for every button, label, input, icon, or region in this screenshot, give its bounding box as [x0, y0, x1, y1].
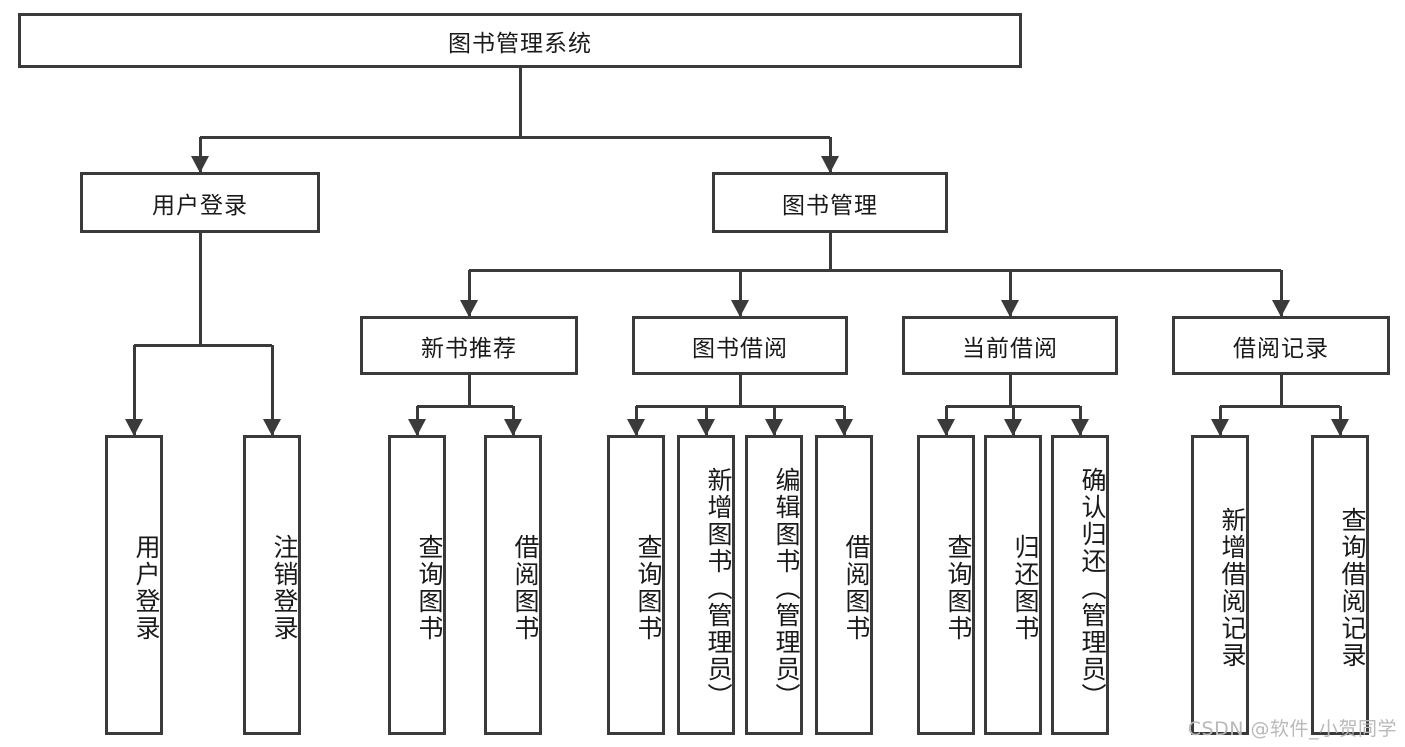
- node-user-login[interactable]: 用户登录: [80, 172, 320, 233]
- arrow-head-icon: [263, 419, 281, 436]
- arrow-head-icon: [1001, 300, 1019, 317]
- arrow-head-icon: [1272, 300, 1290, 317]
- node-leaf-query-record[interactable]: 查询借阅记录: [1311, 435, 1369, 735]
- node-leaf-user-login[interactable]: 用户登录: [105, 435, 163, 735]
- edge-drop-borrow-record: [1279, 270, 1283, 316]
- node-leaf-user-login-label: 用户登录: [132, 534, 161, 642]
- node-book-borrow-label: 图书借阅: [692, 335, 788, 362]
- arrow-head-icon: [937, 419, 955, 436]
- node-root[interactable]: 图书管理系统: [18, 13, 1022, 68]
- arrow-head-icon: [821, 156, 839, 173]
- node-leaf-confirm-return-label: 确认归还（管理员）: [1078, 466, 1107, 710]
- node-root-label: 图书管理系统: [448, 30, 592, 57]
- node-leaf-query-book-rec-label: 查询图书: [415, 534, 444, 642]
- node-new-book-rec[interactable]: 新书推荐: [360, 316, 578, 375]
- arrow-head-icon: [1211, 419, 1229, 436]
- arrow-head-icon: [1331, 419, 1349, 436]
- edge-bus-new-book-rec: [417, 404, 513, 408]
- node-current-borrow[interactable]: 当前借阅: [902, 316, 1118, 375]
- node-borrow-record[interactable]: 借阅记录: [1172, 316, 1390, 375]
- node-leaf-edit-book-label: 编辑图书（管理员）: [772, 466, 801, 710]
- arrow-head-icon: [697, 419, 715, 436]
- arrow-head-icon: [408, 419, 426, 436]
- edge-drop-book-manage: [828, 137, 832, 172]
- node-leaf-add-book[interactable]: 新增图书（管理员）: [677, 435, 735, 735]
- edge-bus-root: [200, 135, 830, 139]
- node-leaf-add-book-label: 新增图书（管理员）: [704, 466, 733, 710]
- edge-drop-leaf-user-logout: [270, 345, 274, 435]
- node-leaf-query-book-cur-label: 查询图书: [944, 534, 973, 642]
- edge-drop-user-login: [198, 137, 202, 172]
- edge-stem-current-borrow: [1008, 375, 1012, 406]
- node-leaf-query-book-borrow[interactable]: 查询图书: [607, 435, 665, 735]
- node-leaf-borrow-book-rec-label: 借阅图书: [511, 534, 540, 642]
- node-leaf-user-logout[interactable]: 注销登录: [243, 435, 301, 735]
- edge-stem-user-login: [198, 233, 202, 345]
- node-leaf-return-book-label: 归还图书: [1011, 534, 1040, 642]
- node-leaf-query-book-rec[interactable]: 查询图书: [388, 435, 446, 735]
- arrow-head-icon: [765, 419, 783, 436]
- edge-stem-borrow-record: [1279, 375, 1283, 406]
- node-leaf-query-book-cur[interactable]: 查询图书: [917, 435, 975, 735]
- edge-bus-book-manage: [469, 268, 1281, 272]
- arrow-head-icon: [1004, 419, 1022, 436]
- arrow-head-icon: [191, 156, 209, 173]
- edge-bus-book-borrow: [636, 404, 844, 408]
- node-new-book-rec-label: 新书推荐: [421, 335, 517, 362]
- node-leaf-edit-book[interactable]: 编辑图书（管理员）: [745, 435, 803, 735]
- edge-drop-leaf-user-login: [132, 345, 136, 435]
- arrow-head-icon: [1071, 419, 1089, 436]
- edge-bus-borrow-record: [1220, 404, 1340, 408]
- node-borrow-record-label: 借阅记录: [1233, 335, 1329, 362]
- node-leaf-return-book[interactable]: 归还图书: [984, 435, 1042, 735]
- node-user-login-label: 用户登录: [152, 192, 248, 219]
- node-leaf-user-logout-label: 注销登录: [270, 534, 299, 642]
- node-book-manage[interactable]: 图书管理: [712, 172, 948, 233]
- arrow-head-icon: [731, 300, 749, 317]
- edge-drop-current-borrow: [1008, 270, 1012, 316]
- arrow-head-icon: [835, 419, 853, 436]
- edge-stem-new-book-rec: [467, 375, 471, 406]
- node-leaf-add-record-label: 新增借阅记录: [1218, 507, 1247, 669]
- node-leaf-borrow-book-rec[interactable]: 借阅图书: [484, 435, 542, 735]
- edge-drop-book-borrow: [738, 270, 742, 316]
- arrow-head-icon: [460, 300, 478, 317]
- watermark-text: CSDN @软件_小贺同学: [1187, 718, 1397, 740]
- node-current-borrow-label: 当前借阅: [962, 335, 1058, 362]
- arrow-head-icon: [504, 419, 522, 436]
- node-leaf-confirm-return[interactable]: 确认归还（管理员）: [1051, 435, 1109, 735]
- node-leaf-query-book-borrow-label: 查询图书: [634, 534, 663, 642]
- node-book-borrow[interactable]: 图书借阅: [632, 316, 848, 375]
- node-leaf-add-record[interactable]: 新增借阅记录: [1191, 435, 1249, 735]
- node-leaf-query-record-label: 查询借阅记录: [1338, 507, 1367, 669]
- arrow-head-icon: [125, 419, 143, 436]
- edge-bus-user-login: [134, 343, 272, 347]
- node-leaf-borrow-book-label: 借阅图书: [842, 534, 871, 642]
- edge-stem-book-borrow: [738, 375, 742, 406]
- edge-stem-root: [518, 68, 522, 137]
- edge-stem-book-manage: [828, 233, 832, 270]
- edge-drop-new-book-rec: [467, 270, 471, 316]
- node-book-manage-label: 图书管理: [782, 192, 878, 219]
- node-leaf-borrow-book[interactable]: 借阅图书: [815, 435, 873, 735]
- arrow-head-icon: [627, 419, 645, 436]
